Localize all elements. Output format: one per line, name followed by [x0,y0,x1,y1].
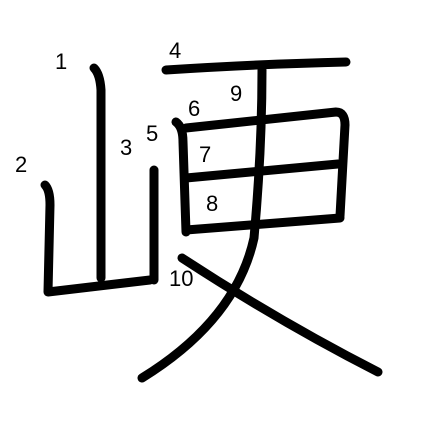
stroke-number-6: 6 [188,96,200,121]
stroke-number-1: 1 [55,49,67,74]
stroke-number-5: 5 [146,121,158,146]
stroke-number-7: 7 [199,142,211,167]
stroke-number-4: 4 [169,38,181,63]
stroke-5 [171,117,191,237]
stroke-4 [161,57,351,75]
stroke-number-10: 10 [169,266,193,291]
stroke-number-2: 2 [15,152,27,177]
stroke-9 [137,65,267,383]
stroke-1 [89,63,106,283]
stroke-number-9: 9 [230,81,242,106]
stroke-2 [40,180,155,297]
stroke-8 [181,213,345,235]
stroke-6 [181,107,350,221]
stroke-10 [177,253,383,377]
stroke-number-8: 8 [206,191,218,216]
stroke-number-3: 3 [120,135,132,160]
